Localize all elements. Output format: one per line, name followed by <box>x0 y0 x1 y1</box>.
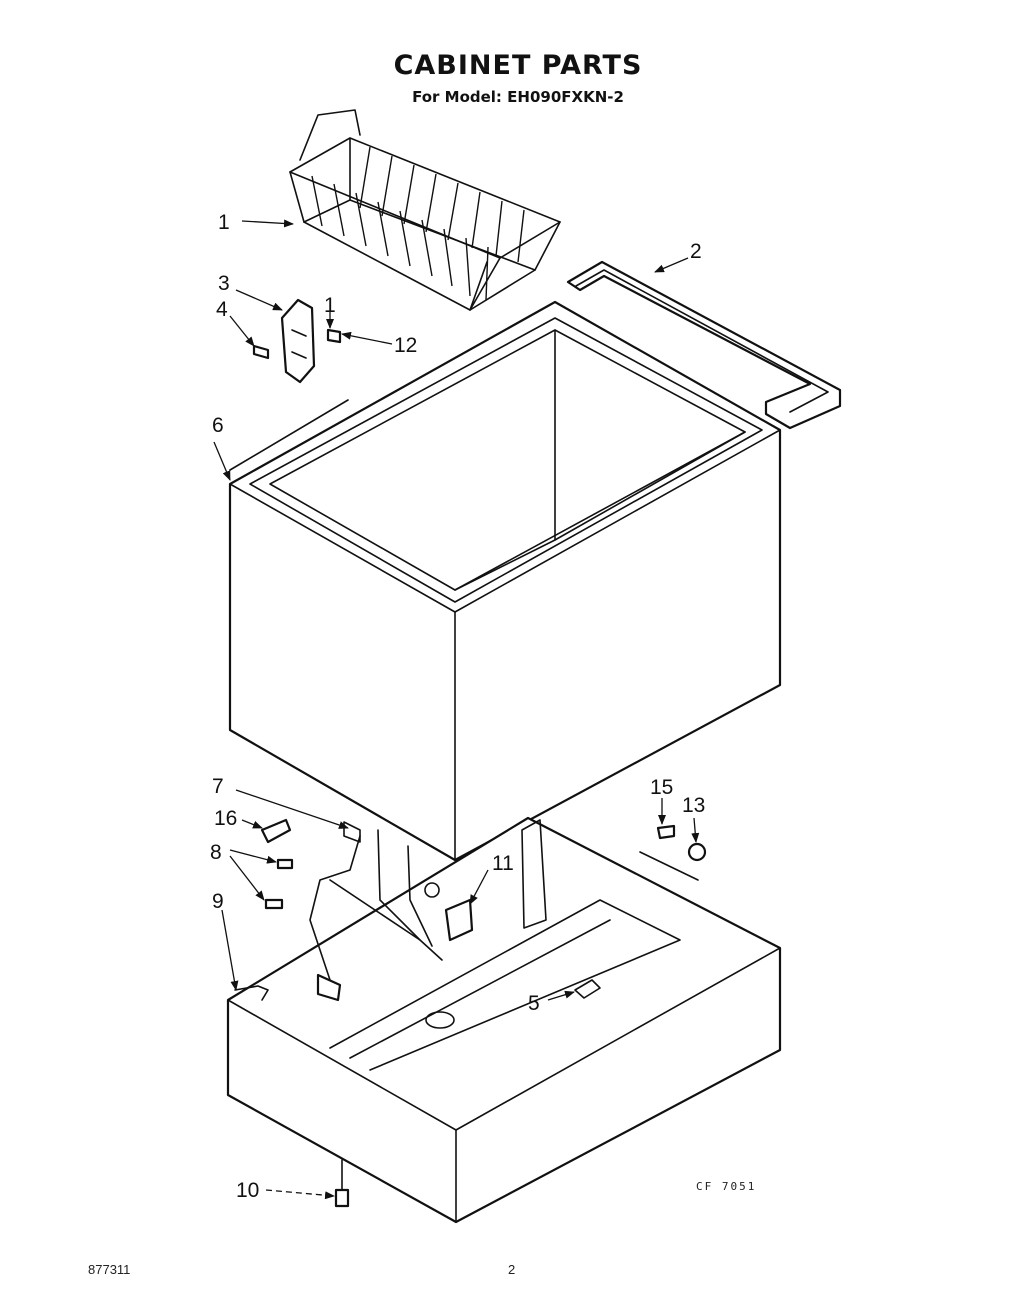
leader-lines <box>213 219 700 1200</box>
callout-16: 16 <box>214 807 237 830</box>
callout-numbers: 1 2 3 4 1 12 6 7 16 8 9 11 15 13 5 10 <box>210 211 705 1202</box>
callout-2: 2 <box>690 240 702 263</box>
cabinet-body <box>228 300 782 862</box>
wire-basket <box>289 109 561 311</box>
hinge-assembly <box>252 298 342 384</box>
callout-12: 12 <box>394 334 417 357</box>
lid-gasket <box>566 260 842 430</box>
callout-7: 7 <box>212 775 224 798</box>
callout-8: 8 <box>210 841 222 864</box>
callout-4: 4 <box>216 298 228 321</box>
callout-15: 15 <box>650 776 673 799</box>
callout-3: 3 <box>218 272 230 295</box>
callout-5: 5 <box>528 992 540 1015</box>
page-number: 2 <box>508 1262 516 1277</box>
document-number: 877311 <box>88 1262 131 1277</box>
callout-6: 6 <box>212 414 224 437</box>
callout-13: 13 <box>682 794 705 817</box>
callout-1-screw: 1 <box>324 294 336 317</box>
model-subtitle: For Model: EH090FXKN-2 <box>412 88 624 106</box>
wiring-harness <box>260 818 474 1002</box>
callout-1: 1 <box>218 211 230 234</box>
callout-11: 11 <box>492 852 514 875</box>
drawing-code: CF 7051 <box>696 1180 757 1193</box>
small-hardware <box>334 824 707 1208</box>
page-title: CABINET PARTS <box>393 50 643 81</box>
callout-9: 9 <box>212 890 224 913</box>
callout-10: 10 <box>236 1179 259 1202</box>
cabinet-base <box>226 816 782 1224</box>
